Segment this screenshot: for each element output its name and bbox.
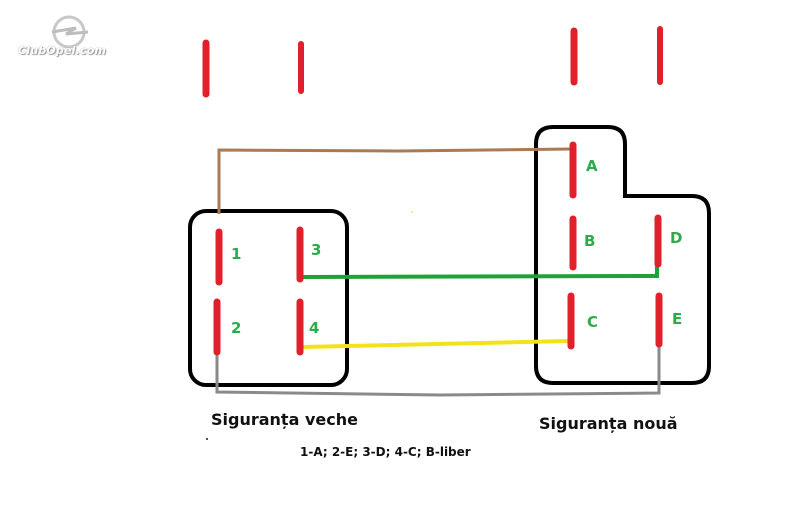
speck (206, 438, 208, 440)
old-pin-1-label: 1 (231, 245, 242, 263)
watermark-text: ClubOpel.com (18, 44, 107, 57)
wire-1-a (217, 147, 573, 214)
new-fuse-caption: Siguranța nouă (539, 414, 678, 433)
old-pin-4-label: 4 (309, 319, 320, 337)
wire-2-e (215, 347, 661, 397)
old-fuse-body (188, 209, 349, 387)
speck (411, 211, 413, 213)
new-pin-c-label: C (587, 313, 599, 331)
new-pin-d-label: D (670, 229, 683, 247)
old-pin-2-label: 2 (231, 319, 242, 337)
old-pin-3-label: 3 (311, 241, 322, 259)
new-fuse-body (534, 125, 711, 385)
wire-3-d (301, 262, 659, 279)
opel-logo-icon (51, 15, 89, 49)
new-pin-e-label: E (672, 310, 683, 328)
wire-4-c (301, 339, 569, 349)
old-fuse-caption: Siguranța veche (211, 410, 358, 429)
new-pin-b-label: B (584, 232, 596, 250)
new-pin-a-label: A (586, 157, 598, 175)
pin-mapping-text: 1-A; 2-E; 3-D; 4-C; B-liber (300, 445, 471, 459)
